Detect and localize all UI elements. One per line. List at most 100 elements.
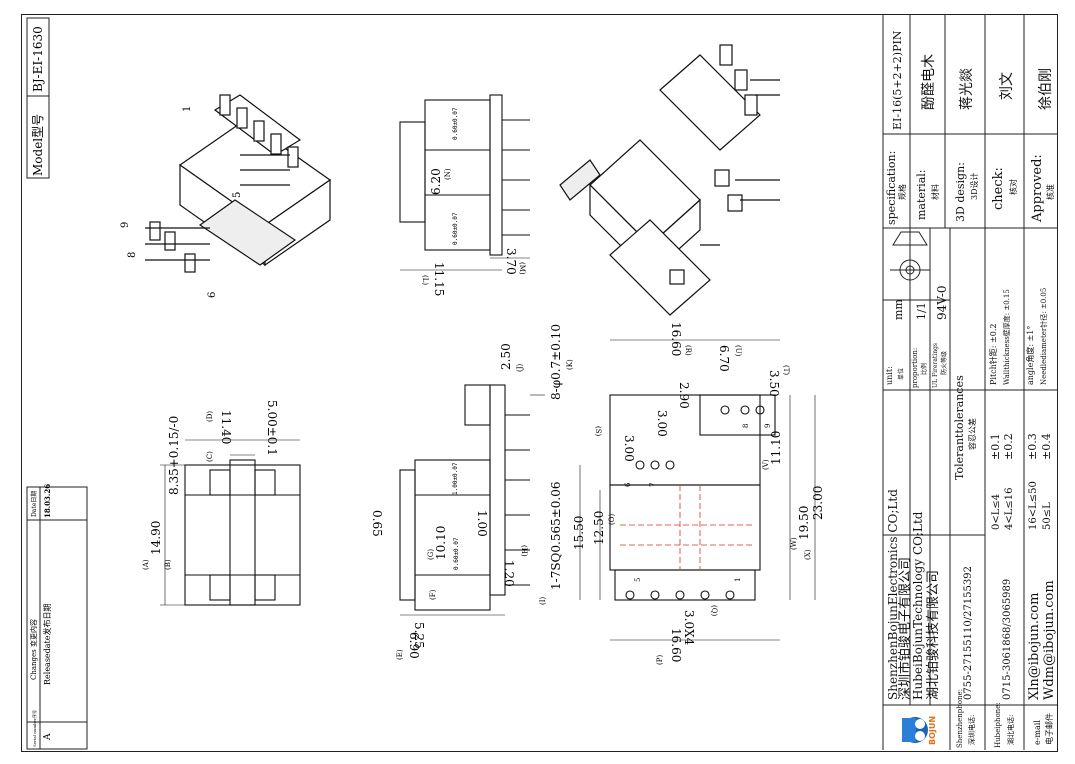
dim-w-tag: (W)	[790, 537, 798, 550]
material-label-cn: 材料	[930, 184, 940, 200]
dim-290: 2.90	[677, 382, 691, 409]
contact-label-hubei: Hubeiphone:	[994, 702, 1002, 748]
tol-note-wall: Wallthickness壁厚度: ±0.15	[1002, 289, 1011, 385]
dim-v-tag: (V)	[762, 459, 770, 470]
dim-300: 3.00	[622, 435, 636, 462]
dim-n-tag: (N)	[444, 168, 452, 180]
contact-label-email: e-mail	[1033, 720, 1042, 745]
proportion-label-cn: 比例	[920, 363, 928, 375]
contact-value-shenzhen: 0755-27155110/27155392	[963, 566, 974, 700]
pin-label-8: 8	[127, 252, 138, 258]
proportion-label: proportion:	[911, 348, 919, 388]
dim-j: 2.50	[499, 343, 513, 370]
tol-range-4: 50≤L	[1042, 502, 1053, 530]
proportion-value: 1/1	[915, 302, 928, 320]
top-view	[160, 439, 301, 606]
approved-label: Approved:	[1030, 154, 1045, 223]
dim-q-tag: (Q)	[710, 605, 718, 616]
changes-row-changes: Releasedate发布日期	[42, 604, 52, 686]
contact-label-shenzhen: Shenzhenphone:	[956, 689, 964, 748]
dim-m-tag: (M)	[518, 262, 526, 275]
dim-100: 1.00	[475, 510, 489, 537]
dim-l: 11.15	[432, 262, 446, 296]
dim-t: 3.50	[767, 370, 781, 397]
dim-r-tag: (R)	[684, 345, 692, 356]
dim-1550: 15.50	[572, 516, 586, 550]
ul-label: UL Fireratings	[932, 343, 939, 388]
design-label: 3D design:	[954, 162, 967, 222]
company-cn-1: 深圳市铂骏电子有限公司	[897, 557, 913, 700]
dim-q: 3.0X4	[682, 610, 696, 646]
design-label-cn: 3D设计	[969, 172, 979, 200]
dim-i: 1-7SQ0.565±0.06	[549, 481, 563, 590]
dim-g-tag: (G)	[427, 549, 435, 560]
material-label: material:	[915, 170, 928, 220]
pin-label-9: 9	[120, 222, 131, 228]
drawing-sheet	[21, 14, 1058, 752]
changes-header-changes: Changes 变更内容	[29, 619, 38, 680]
dim-065: 0.65	[370, 510, 384, 537]
dim-e: 6.90	[407, 632, 421, 659]
dim-t-tag: (T)	[782, 365, 790, 375]
dim-o: 12.50	[592, 511, 606, 545]
tol-range-3: 16<L≤50	[1028, 481, 1039, 530]
dim-j-tag: (J)	[516, 363, 524, 372]
contact-label-email-cn: 电子邮件	[1044, 713, 1054, 745]
dim-l-tag: (L)	[421, 275, 429, 285]
dim-k-tag: (K)	[566, 359, 574, 370]
changes-row-serial: A	[43, 733, 53, 741]
pin-label-6: 6	[207, 292, 218, 298]
dim-d-tag: (D)	[206, 411, 214, 422]
dim-r: 16.60	[669, 322, 683, 356]
dim-v: 11.10	[769, 431, 783, 465]
dim-g: 10.10	[434, 526, 448, 560]
company-en-2: HubeiBojunTechnology CO;Ltd	[911, 511, 925, 700]
dim-x: 23.00	[811, 486, 825, 520]
contact-value-email-1: Xln@ibojun.com	[1027, 593, 1042, 700]
dim-d: 11.40	[219, 410, 233, 444]
dim-c-tag: (C)	[206, 451, 214, 462]
projection-symbol-icon	[890, 231, 930, 290]
dim-f: 5.25	[412, 622, 426, 649]
dim-a-tag: (A)	[142, 559, 150, 570]
dim-i-tag: (I)	[539, 597, 547, 605]
check-label: check:	[991, 167, 1006, 210]
bottom-view-centerlines	[620, 485, 755, 570]
model-box: Model型号 BJ-EI-1630	[26, 17, 50, 179]
dim-m: 3.70	[504, 248, 518, 275]
side-view-top	[399, 94, 530, 271]
dim-100b: 1.00±0.07	[452, 462, 459, 495]
isometric-view-2	[559, 44, 780, 316]
logo-text: BOJUN	[928, 716, 937, 745]
contact-label-shenzhen-cn: 深圳电话:	[967, 715, 976, 745]
bottom-view	[579, 339, 816, 641]
check-label-cn: 核对	[1008, 179, 1018, 195]
tol-value-3: ±0.3	[1026, 433, 1039, 460]
changes-header-date: Date日期	[30, 491, 38, 517]
changes-table: Serial number序号 Changes 变更内容 Date日期 A Re…	[26, 484, 88, 750]
dim-p: 16.60	[669, 628, 683, 662]
bottom-pin-5: 5	[634, 578, 642, 582]
tolerance-title-cn: 容忍公差	[967, 418, 977, 450]
bottom-pin-7: 7	[649, 483, 657, 487]
tol-note-pitch: Pitch针距: ±0.2	[988, 324, 998, 385]
dim-h: 1.20	[502, 560, 516, 587]
contact-value-email-2: Wdm@ibojun.com	[1042, 580, 1057, 700]
company-en-1: ShenzhenBojunElectronics CO;Ltd	[886, 489, 900, 700]
tol-value-2: ±0.2	[1002, 433, 1015, 460]
bottom-pin-1: 1	[734, 578, 742, 582]
bojun-logo: BOJUN	[902, 716, 937, 745]
model-label: Model型号	[31, 114, 45, 176]
contact-value-hubei: 0715-3061868/3065989	[1002, 579, 1013, 700]
dim-x-tag: (X)	[804, 549, 812, 560]
title-block	[882, 15, 1057, 750]
tol-note-needle: Needlediameter针径: ±0.05	[1039, 288, 1048, 385]
company-cn-2: 湖北铂骏科技有限公司	[925, 570, 941, 700]
material-value: 酚醛电木	[921, 54, 937, 110]
dim-a: 14.90	[149, 521, 163, 555]
dim-e-tag: (E)	[396, 649, 404, 660]
dim-s: 3.00	[655, 410, 669, 437]
model-value: BJ-EI-1630	[31, 26, 45, 92]
dim-n: 6.20	[429, 168, 443, 195]
